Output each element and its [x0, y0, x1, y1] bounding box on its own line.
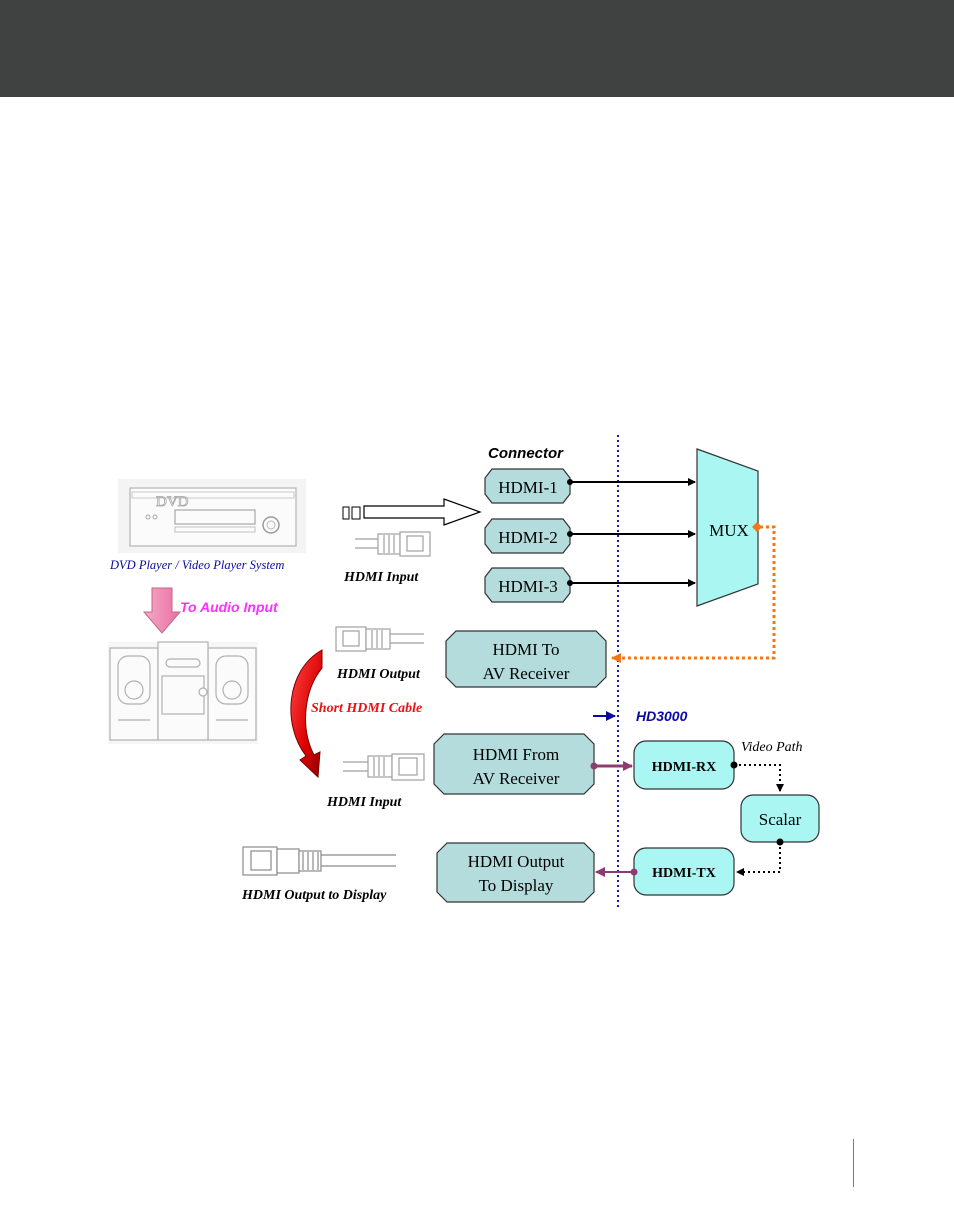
video-path-scalar-to-tx	[737, 842, 780, 872]
to-audio-input-label: To Audio Input	[180, 599, 279, 615]
mux-label: MUX	[709, 521, 749, 540]
hdmi-output-display-label: HDMI Output to Display	[241, 888, 387, 903]
av-receiver-image	[108, 642, 258, 744]
hdmi-input-label-top: HDMI Input	[343, 570, 419, 585]
to-av-receiver-line2: AV Receiver	[483, 664, 570, 683]
hdmi-2-label: HDMI-2	[498, 528, 558, 547]
hdmi-1-label: HDMI-1	[498, 478, 558, 497]
hd3000-label: HD3000	[636, 708, 688, 724]
scalar-label: Scalar	[759, 810, 802, 829]
hdmi-plug-output	[336, 627, 424, 651]
to-audio-arrow	[144, 588, 180, 633]
hdmi-3-label: HDMI-3	[498, 577, 558, 596]
hdmi-to-av-receiver-box: HDMI To AV Receiver	[446, 631, 606, 687]
hdmi-3-connector: HDMI-3	[485, 568, 570, 602]
hdmi-from-av-receiver-box: HDMI From AV Receiver	[434, 734, 594, 794]
output-to-display-line2: To Display	[479, 876, 554, 895]
input-flow-arrow	[343, 499, 480, 525]
from-av-receiver-line2: AV Receiver	[473, 769, 560, 788]
scalar-block: Scalar	[741, 795, 819, 842]
video-path-rx-to-scalar	[734, 765, 780, 791]
hdmi-rx-block: HDMI-RX	[634, 741, 734, 789]
page-number-rule	[853, 1139, 854, 1187]
hdmi-2-connector: HDMI-2	[485, 519, 570, 553]
hdmi-plug-input-bottom	[343, 754, 424, 780]
dvd-caption: DVD Player / Video Player System	[109, 558, 284, 572]
output-to-display-line1: HDMI Output	[468, 852, 565, 871]
mux-block: MUX	[697, 449, 758, 606]
hdmi-plug-input-top	[355, 532, 430, 556]
connector-title: Connector	[488, 445, 564, 462]
hdmi-plug-display	[243, 847, 396, 875]
from-av-receiver-line1: HDMI From	[473, 745, 559, 764]
short-cable-label: Short HDMI Cable	[311, 701, 422, 716]
hdmi-1-connector: HDMI-1	[485, 469, 570, 503]
hdmi-tx-block: HDMI-TX	[634, 848, 734, 895]
hdmi-output-label: HDMI Output	[336, 667, 421, 682]
dvd-logo: DVD	[156, 494, 189, 510]
video-path-label: Video Path	[741, 740, 803, 755]
hdmi-rx-label: HDMI-RX	[652, 760, 717, 775]
hdmi-tx-label: HDMI-TX	[652, 866, 716, 881]
hdmi-output-to-display-box: HDMI Output To Display	[437, 843, 594, 902]
mux-input-lines	[570, 482, 695, 583]
dvd-player-image: DVD	[118, 479, 306, 553]
hdmi-input-label-bottom: HDMI Input	[326, 795, 402, 810]
to-av-receiver-line1: HDMI To	[493, 640, 560, 659]
